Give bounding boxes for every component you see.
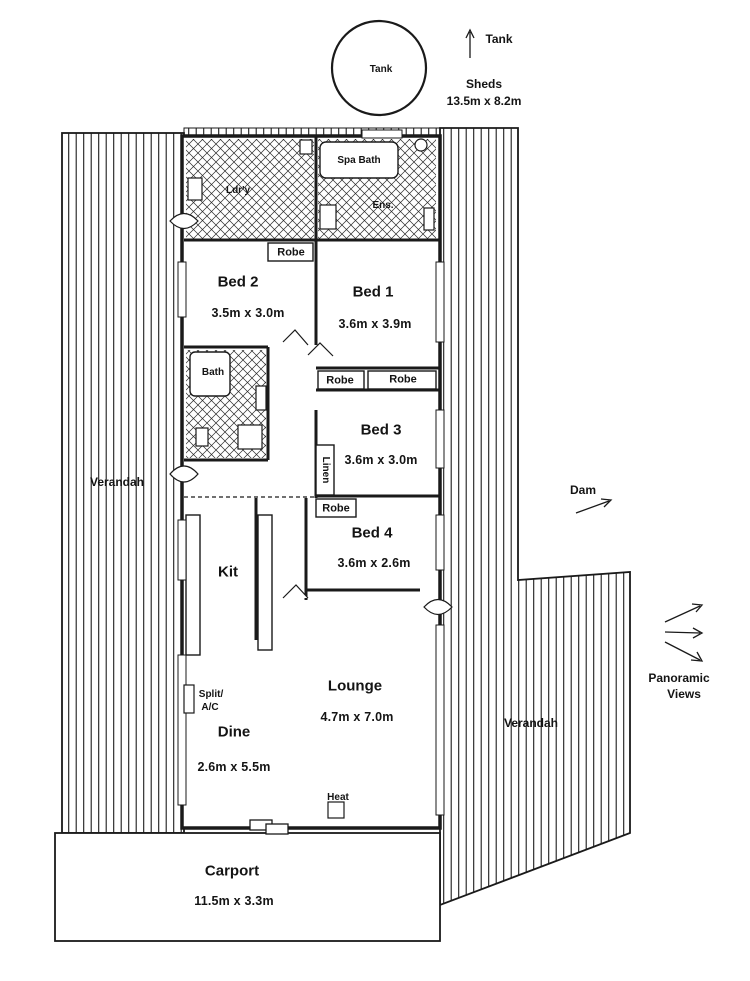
bed3-dimension: 3.6m x 3.0m xyxy=(344,452,418,467)
heat-label: Heat xyxy=(327,792,349,803)
spa-bath-tub xyxy=(319,141,399,179)
robe-bed1b-label: Robe xyxy=(389,373,417,386)
ensuite-label: Ens. xyxy=(372,200,394,211)
laundry-tiles xyxy=(186,139,314,239)
robe-bed4-label: Robe xyxy=(322,502,350,515)
linen-cupboard xyxy=(315,444,335,496)
robe-bed1-b xyxy=(367,370,437,390)
spa-bath-label: Spa Bath xyxy=(337,155,381,166)
sheds-label: Sheds xyxy=(465,77,503,91)
interior-walls xyxy=(184,136,440,640)
robe-bed1-a xyxy=(317,370,365,390)
bed4-dimension: 3.6m x 2.6m xyxy=(337,555,411,570)
verandah-left-label: Verandah xyxy=(89,475,145,489)
windows xyxy=(177,129,445,816)
fixtures xyxy=(183,138,435,819)
linen-label: Linen xyxy=(320,456,331,484)
views-label: Views xyxy=(667,687,701,701)
bed2-dimension: 3.5m x 3.0m xyxy=(211,305,285,320)
bed3-name: Bed 3 xyxy=(360,421,402,439)
robe-bed4 xyxy=(315,498,357,518)
carport-name: Carport xyxy=(204,862,260,880)
verandah-right-label: Verandah xyxy=(503,716,559,730)
bath-label: Bath xyxy=(201,367,225,378)
tank-circle-label: Tank xyxy=(369,64,393,75)
dam-label: Dam xyxy=(569,483,597,497)
dine-dimension: 2.6m x 5.5m xyxy=(197,759,271,774)
bed1-name: Bed 1 xyxy=(352,283,394,301)
sliding-door xyxy=(249,819,289,835)
kitchen-island xyxy=(257,514,273,651)
lounge-dimension: 4.7m x 7.0m xyxy=(320,709,394,724)
laundry-label: Ldr'y xyxy=(225,185,251,196)
robe-bed1a-label: Robe xyxy=(326,374,354,387)
kitchen-label: Kit xyxy=(218,563,238,581)
tank-circle xyxy=(330,19,428,117)
dine-name: Dine xyxy=(217,723,251,741)
verandah-right xyxy=(439,127,631,907)
split-ac-label-2: A/C xyxy=(201,702,219,713)
carport xyxy=(54,832,441,942)
split-ac-label-1: Split/ xyxy=(198,689,224,700)
dam-arrow xyxy=(575,500,610,514)
bed2-name: Bed 2 xyxy=(217,273,259,291)
carport-dimension: 11.5m x 3.3m xyxy=(194,893,274,908)
sheds-dimension: 13.5m x 8.2m xyxy=(446,94,522,108)
tank-north-label: Tank xyxy=(485,32,513,46)
bath-tub xyxy=(189,351,231,397)
panoramic-arrows xyxy=(664,603,704,662)
robe-bed2-label: Robe xyxy=(277,246,305,259)
robe-bed2 xyxy=(267,242,314,262)
lounge-name: Lounge xyxy=(327,677,383,695)
bed4-name: Bed 4 xyxy=(351,524,393,542)
kitchen-bench xyxy=(185,514,201,656)
verandah-left xyxy=(61,132,185,834)
bed1-dimension: 3.6m x 3.9m xyxy=(338,316,412,331)
panoramic-label: Panoramic xyxy=(648,671,710,685)
door-swings xyxy=(169,212,453,616)
